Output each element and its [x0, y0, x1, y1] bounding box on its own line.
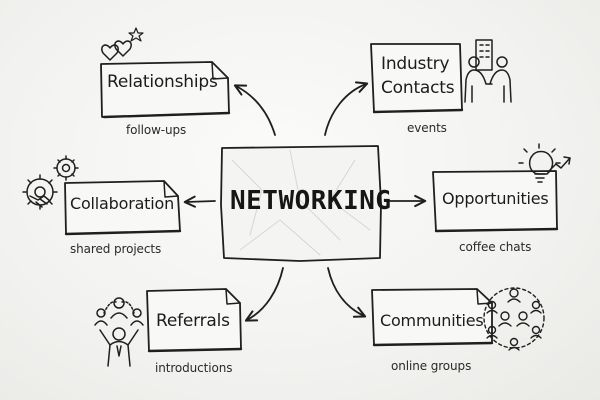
- collaboration-note: [64, 180, 182, 236]
- opportunities-note: [432, 170, 559, 233]
- building-handshake-icon: [464, 39, 512, 103]
- industry-contacts-label-line1: Industry: [381, 54, 450, 74]
- industry-contacts-caption: events: [407, 121, 447, 135]
- relationships-caption: follow-ups: [126, 123, 187, 137]
- opportunities-label: Opportunities: [442, 189, 549, 208]
- opportunities-caption: coffee chats: [459, 240, 532, 254]
- lightbulb-arrow-icon: [518, 143, 571, 183]
- arrow-to-referrals: [244, 267, 284, 322]
- center-title: NETWORKING: [230, 186, 392, 216]
- relationships-note: [100, 61, 231, 119]
- referrals-caption: introductions: [155, 361, 233, 375]
- collaboration-label: Collaboration: [70, 194, 175, 213]
- connector-arrows: [183, 81, 427, 322]
- collaboration-caption: shared projects: [70, 242, 162, 256]
- referrals-note: [146, 288, 243, 353]
- group-circle-icon: [483, 287, 545, 351]
- hearts-star-icon: [101, 27, 144, 61]
- communities-label: Communities: [380, 311, 484, 330]
- center-note: [220, 145, 382, 262]
- arrow-to-industry-contacts: [324, 81, 369, 136]
- arrow-to-collaboration: [183, 195, 216, 208]
- communities-caption: online groups: [391, 359, 472, 373]
- person-network-icon: [94, 297, 144, 367]
- relationships-label: Relationships: [107, 72, 218, 92]
- industry-contacts-label-line2: Contacts: [381, 78, 455, 98]
- arrow-to-relationships: [233, 84, 276, 136]
- referrals-label: Referrals: [156, 311, 230, 331]
- industry-contacts-note: [370, 43, 464, 114]
- arrow-to-communities: [327, 267, 367, 318]
- gears-handshake-icon: [22, 155, 79, 210]
